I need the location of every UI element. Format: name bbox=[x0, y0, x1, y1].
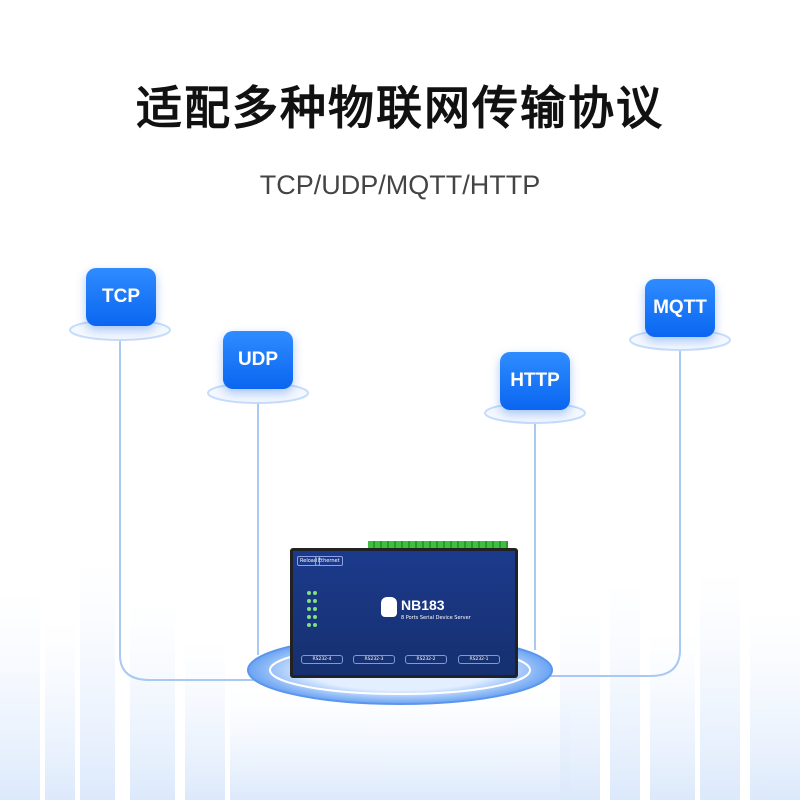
protocol-badge-http: HTTP bbox=[500, 352, 570, 410]
status-leds bbox=[307, 587, 311, 631]
port-rs232-3: RS232-3 bbox=[353, 655, 395, 664]
device-description: 8 Ports Serial Device Server bbox=[401, 615, 471, 621]
terminal-blocks bbox=[368, 541, 508, 550]
device-nb183: Reload Ethernet NB183 8 Ports Serial Dev… bbox=[290, 548, 518, 678]
protocol-badge-udp: UDP bbox=[223, 331, 293, 389]
page-subtitle: TCP/UDP/MQTT/HTTP bbox=[259, 170, 541, 200]
device-model: NB183 bbox=[401, 597, 445, 613]
protocol-badge-tcp: TCP bbox=[86, 268, 156, 326]
city-skyline bbox=[0, 560, 800, 800]
connection-lines bbox=[119, 330, 681, 681]
port-rs232-2: RS232-2 bbox=[405, 655, 447, 664]
robot-logo-icon bbox=[381, 597, 397, 617]
reload-label: Reload bbox=[297, 556, 321, 566]
port-rs232-1: RS232-1 bbox=[458, 655, 500, 664]
bubble-bases bbox=[69, 319, 731, 424]
page-title: 适配多种物联网传输协议 bbox=[136, 81, 664, 135]
ethernet-label: Ethernet bbox=[315, 556, 343, 566]
protocol-badge-mqtt: MQTT bbox=[645, 279, 715, 337]
port-rs232-4: RS232-4 bbox=[301, 655, 343, 664]
